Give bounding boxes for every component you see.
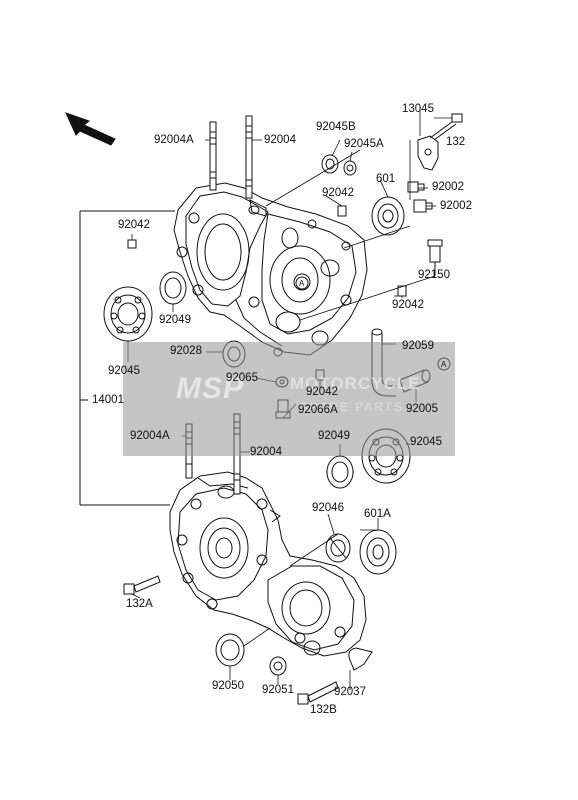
label-92065: 92065 <box>226 372 258 384</box>
seal-92049-top <box>159 271 187 305</box>
ref-circle-a-upper <box>295 276 309 290</box>
label-92042-a: 92042 <box>322 187 354 199</box>
seal-92049-bottom <box>326 455 354 489</box>
watermark-text: MOTORCYCLE <box>290 374 421 393</box>
lower-crankcase <box>169 471 367 657</box>
label-92045-right: 92045 <box>410 436 442 448</box>
label-92042-b: 92042 <box>118 219 150 231</box>
label-92004A-bottom: 92004A <box>130 430 170 442</box>
label-92049-top: 92049 <box>159 314 191 326</box>
label-92051: 92051 <box>262 684 294 696</box>
bolt-132A <box>123 575 161 595</box>
label-92049-bottom: 92049 <box>318 430 350 442</box>
bearing-601A <box>359 529 397 575</box>
label-92066A: 92066A <box>298 404 338 416</box>
ref-label-a-upper: A <box>299 279 305 288</box>
dowel-92042-a <box>337 205 347 217</box>
label-92150: 92150 <box>418 269 450 281</box>
plate-92037 <box>348 647 373 671</box>
label-92004-bottom: 92004 <box>250 446 282 458</box>
bolt-132B <box>297 681 339 705</box>
seal-92045B <box>321 154 339 174</box>
label-92002-a: 92002 <box>432 181 464 193</box>
label-92059: 92059 <box>402 340 434 352</box>
label-92050: 92050 <box>212 680 244 692</box>
label-132B: 132B <box>310 704 337 716</box>
ref-label-a-right: A <box>441 360 447 369</box>
plate-13045 <box>417 135 439 171</box>
label-92005: 92005 <box>406 403 438 415</box>
label-132: 132 <box>446 136 466 148</box>
label-92042-c: 92042 <box>392 299 424 311</box>
seal-92050 <box>215 633 245 667</box>
label-92045A: 92045A <box>344 138 384 150</box>
bolt-132 <box>429 113 463 141</box>
label-601A: 601A <box>364 508 391 520</box>
watermark-panel <box>123 342 455 456</box>
label-92042-d: 92042 <box>306 386 338 398</box>
stud-92004-top <box>245 115 253 199</box>
seal-92051 <box>269 656 287 676</box>
label-92046: 92046 <box>312 502 344 514</box>
front-arrow-icon <box>65 112 116 146</box>
bearing-92045-left <box>103 286 153 342</box>
seal-92045A <box>343 160 357 176</box>
watermark-subtext: SPARE PARTS <box>300 400 405 414</box>
upper-crankcase <box>173 182 368 357</box>
fitting-92150 <box>427 239 443 276</box>
label-132A: 132A <box>126 598 153 610</box>
label-601: 601 <box>376 173 396 185</box>
label-92002-b: 92002 <box>440 200 472 212</box>
bracket-14001 <box>79 210 175 506</box>
label-92028: 92028 <box>170 345 202 357</box>
needle-bearing-92046 <box>325 533 351 563</box>
plug-92002-a <box>407 181 425 193</box>
label-13045: 13045 <box>402 103 434 115</box>
stud-92004A-top <box>209 121 217 191</box>
label-92037: 92037 <box>334 686 366 698</box>
watermark-logo: MSP <box>176 372 245 405</box>
label-92045-left: 92045 <box>108 365 140 377</box>
label-14001: 14001 <box>92 394 124 406</box>
label-92004-top: 92004 <box>264 134 296 146</box>
label-92004A-top: 92004A <box>154 134 194 146</box>
label-92045B: 92045B <box>316 121 356 133</box>
dowel-92042-left <box>127 239 137 249</box>
